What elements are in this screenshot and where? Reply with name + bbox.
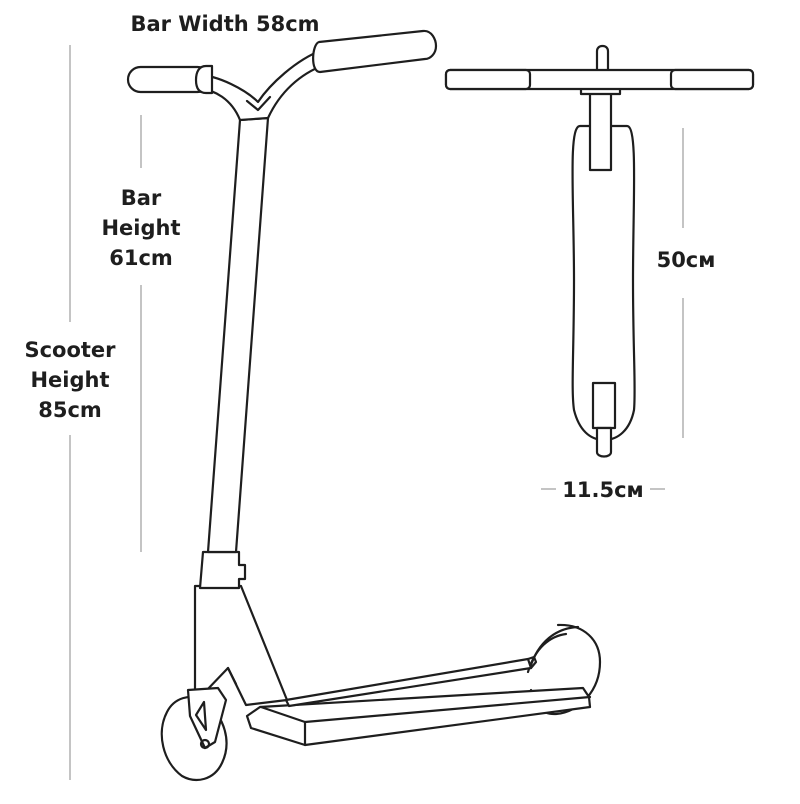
top-stem — [579, 44, 622, 172]
front-wheel — [160, 686, 228, 781]
bar-height-line-3: 61cm — [109, 246, 173, 270]
scooter-side-view — [126, 29, 602, 781]
deck — [245, 655, 592, 747]
scooter-height-line-1: Scooter — [24, 338, 116, 362]
deck-length-label: 50cм — [656, 248, 716, 272]
scooter-height-line-2: Height — [30, 368, 110, 392]
handlebar-grips — [126, 29, 438, 95]
bar-height-line-2: Height — [101, 216, 181, 240]
bar-width-label: Bar Width 58cm — [130, 12, 320, 36]
top-deck — [571, 124, 636, 458]
deck-width-label: 11.5cм — [562, 478, 644, 502]
scooter-top-view — [444, 44, 755, 458]
fork — [193, 584, 289, 707]
scooter-height-line-3: 85cm — [38, 398, 102, 422]
bar-height-line-1: Bar — [120, 186, 162, 210]
top-handlebar — [444, 68, 755, 91]
bar-height-label: Bar Height 61cm — [81, 183, 201, 273]
clamp — [198, 550, 247, 590]
handlebar-stem — [196, 48, 326, 554]
scooter-height-label: Scooter Height 85cm — [10, 335, 130, 425]
